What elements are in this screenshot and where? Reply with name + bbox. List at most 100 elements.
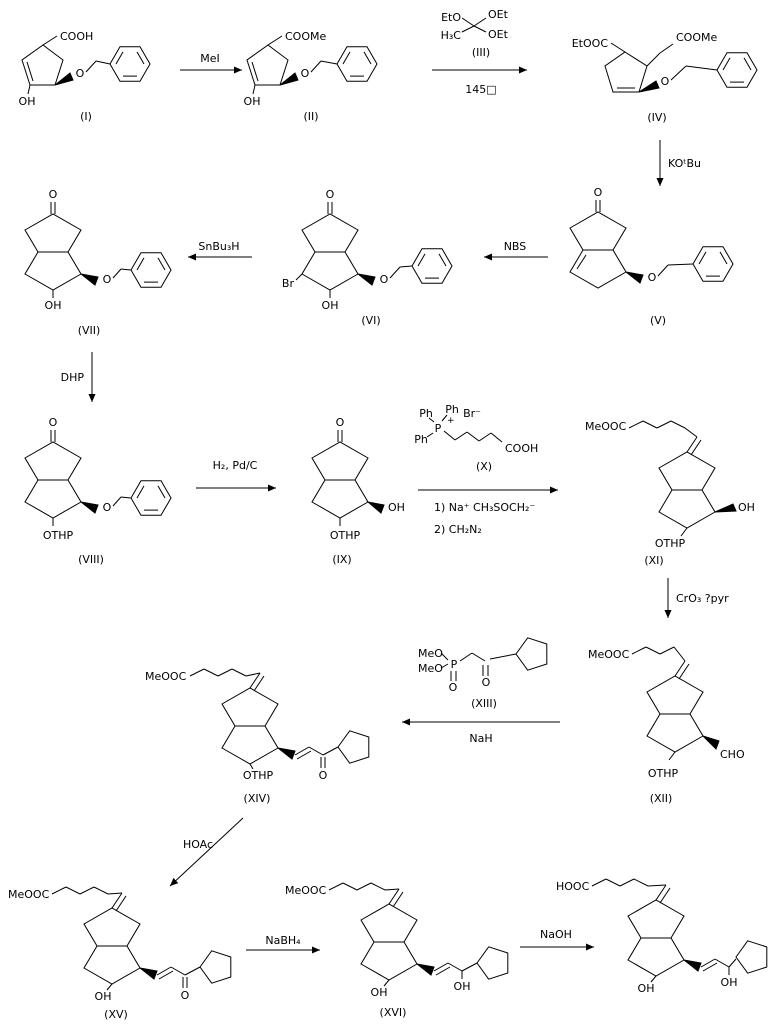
benzene-ring — [336, 46, 378, 82]
cyclopentane-ring — [476, 946, 509, 980]
ester-label: COOMe — [285, 30, 326, 43]
reaction-arrow-5: SnBu₃H — [188, 240, 252, 261]
compound-VIII-structure: O OTHP O (VIII) — [24, 416, 172, 566]
reaction-arrow-8: 1) Na⁺ CH₃SOCH₂⁻ 2) CH₂N₂ — [418, 486, 558, 536]
ketone-oxygen-label: O — [319, 769, 328, 782]
reaction-arrow-10: NaH — [402, 718, 560, 745]
oet-top-label: OEt — [488, 8, 509, 21]
aldehyde-label: CHO — [720, 748, 745, 761]
reagent-dhp: DHP — [61, 371, 85, 384]
othp-label: OTHP — [43, 529, 74, 542]
phosphorus-label: P — [451, 658, 458, 671]
bromine-label: Br — [282, 277, 295, 290]
hydroxyl-label: OH — [738, 501, 755, 514]
compound-I-structure: COOH OH O (I) — [19, 30, 151, 123]
ether-oxygen-label: O — [648, 271, 657, 284]
compound-VI-structure: O Br OH O (VI) — [282, 188, 453, 327]
reagent-nah: NaH — [469, 732, 492, 745]
compound-IX-structure: O OTHP OH (IX) — [311, 416, 405, 566]
compound-final-structure: HOOC OH OH — [556, 878, 768, 995]
reagent-III-structure: EtO OEt H₃C OEt (III) — [441, 8, 509, 59]
cyclopentane-ring — [515, 637, 548, 671]
othp-label: OTHP — [330, 529, 361, 542]
compound-label-XIV: (XIV) — [244, 792, 271, 805]
compound-XIV-structure: MeOOC OTHP O (XIV) — [145, 668, 370, 805]
chain-hydroxyl-label: OH — [454, 980, 471, 993]
bicyclic-core — [658, 451, 716, 529]
ether-oxygen-label: O — [301, 67, 310, 80]
ring-hydroxyl-label: OH — [371, 986, 388, 999]
carboxylic-acid-label: COOH — [505, 442, 538, 455]
cyclopentane-ring — [199, 950, 232, 984]
compound-label-III: (III) — [472, 46, 490, 59]
ether-oxygen-label: O — [76, 67, 85, 80]
reaction-arrow-9: CrO₃ ?pyr — [664, 578, 729, 618]
ketone-oxygen-label: O — [326, 188, 335, 201]
benzene-ring — [716, 52, 758, 88]
bicyclic-core — [24, 441, 82, 519]
benzene-ring — [109, 46, 151, 82]
ether-oxygen-label: O — [380, 273, 389, 286]
ketone-oxygen-label: O — [594, 186, 603, 199]
reagent-snbu3h: SnBu₃H — [198, 240, 239, 253]
reaction-arrow-3: KOᵗBu — [656, 140, 701, 186]
methoxy-label: MeO — [418, 647, 443, 660]
compound-XVI-structure: MeOOC OH OH (XVI) — [285, 882, 509, 1019]
carboxylic-acid-label: HOOC — [556, 880, 590, 893]
compound-label-XI: (XI) — [644, 554, 663, 567]
ketone-oxygen-label: O — [336, 416, 345, 429]
reagent-XIII-structure: MeO MeO P O O (XIII) — [418, 637, 548, 710]
reaction-arrow-11: HOAc — [169, 817, 244, 887]
bicyclic-core — [627, 899, 685, 977]
hydroxyl-label: OH — [388, 501, 405, 514]
bicyclic-core — [301, 213, 359, 291]
benzene-ring — [411, 248, 453, 284]
benzene-ring — [130, 480, 172, 516]
ketone-oxygen-label: O — [482, 676, 491, 689]
ether-oxygen-label: O — [103, 273, 112, 286]
compound-label-I: (I) — [80, 110, 92, 123]
chain-hydroxyl-label: OH — [721, 976, 738, 989]
reagent-nbs: NBS — [504, 240, 527, 253]
bicyclic-core — [646, 675, 704, 753]
cyclopentane-ring — [337, 730, 370, 764]
reagent-h2-pdc: H₂, Pd/C — [213, 459, 258, 472]
compound-label-VIII: (VIII) — [78, 553, 104, 566]
bicyclic-core — [221, 687, 279, 765]
ring-hydroxyl-label: OH — [638, 982, 655, 995]
bicyclic-core — [83, 907, 141, 985]
methoxy-label: MeO — [418, 662, 443, 675]
reaction-arrow-1: MeI — [180, 52, 242, 74]
phosphoryl-oxygen-label: O — [449, 681, 458, 694]
compound-XV-structure: MeOOC OH O (XV) — [8, 886, 232, 1021]
bromide-label: Br⁻ — [463, 407, 481, 420]
ester-label: MeOOC — [585, 420, 627, 433]
phenyl-label: Ph — [419, 407, 433, 420]
compound-label-X: (X) — [476, 460, 492, 473]
ester-label: MeOOC — [285, 884, 327, 897]
compound-IV-structure: EtOOC COOMe O (IV) — [572, 31, 758, 124]
ester-label: MeOOC — [588, 648, 630, 661]
reaction-arrow-12: NaBH₄ — [246, 934, 320, 954]
compound-label-II: (II) — [303, 110, 318, 123]
ester-label: MeOOC — [145, 670, 187, 683]
compound-label-XIII: (XIII) — [471, 697, 497, 710]
ester-label: MeOOC — [8, 888, 50, 901]
hydroxyl-label: OH — [19, 95, 36, 108]
benzene-ring — [130, 252, 172, 288]
compound-label-XV: (XV) — [104, 1008, 128, 1021]
cyclopentane-ring — [735, 940, 768, 974]
reagent-X-structure: Ph Ph Ph P + Br⁻ COOH (X) — [414, 403, 538, 473]
othp-label: OTHP — [243, 769, 274, 782]
ketone-oxygen-label: O — [49, 188, 58, 201]
ketone-oxygen-label: O — [49, 416, 58, 429]
othp-label: OTHP — [648, 767, 679, 780]
phenyl-label: Ph — [445, 403, 459, 416]
positive-charge-label: + — [447, 416, 455, 426]
reaction-arrow-6: DHP — [61, 352, 96, 402]
ether-oxygen-label: O — [103, 501, 112, 514]
reagent-kotbu: KOᵗBu — [668, 157, 701, 170]
carboxylic-acid-label: COOH — [60, 30, 93, 43]
reagent-mei: MeI — [200, 52, 220, 65]
